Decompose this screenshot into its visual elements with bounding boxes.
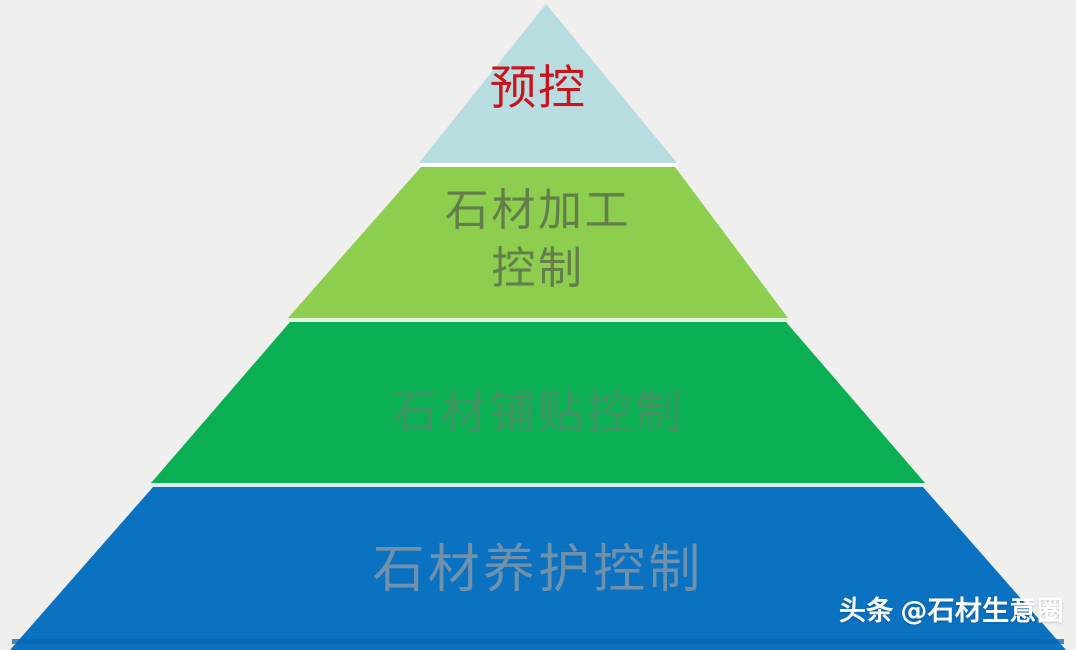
pyramid-tier-4-shape [10,487,1066,650]
pyramid-tier-3-shape [151,322,925,483]
pyramid-base-trim [12,639,1064,644]
pyramid-tier-1-shape [419,4,677,163]
pyramid-tier-2-shape [288,167,788,318]
